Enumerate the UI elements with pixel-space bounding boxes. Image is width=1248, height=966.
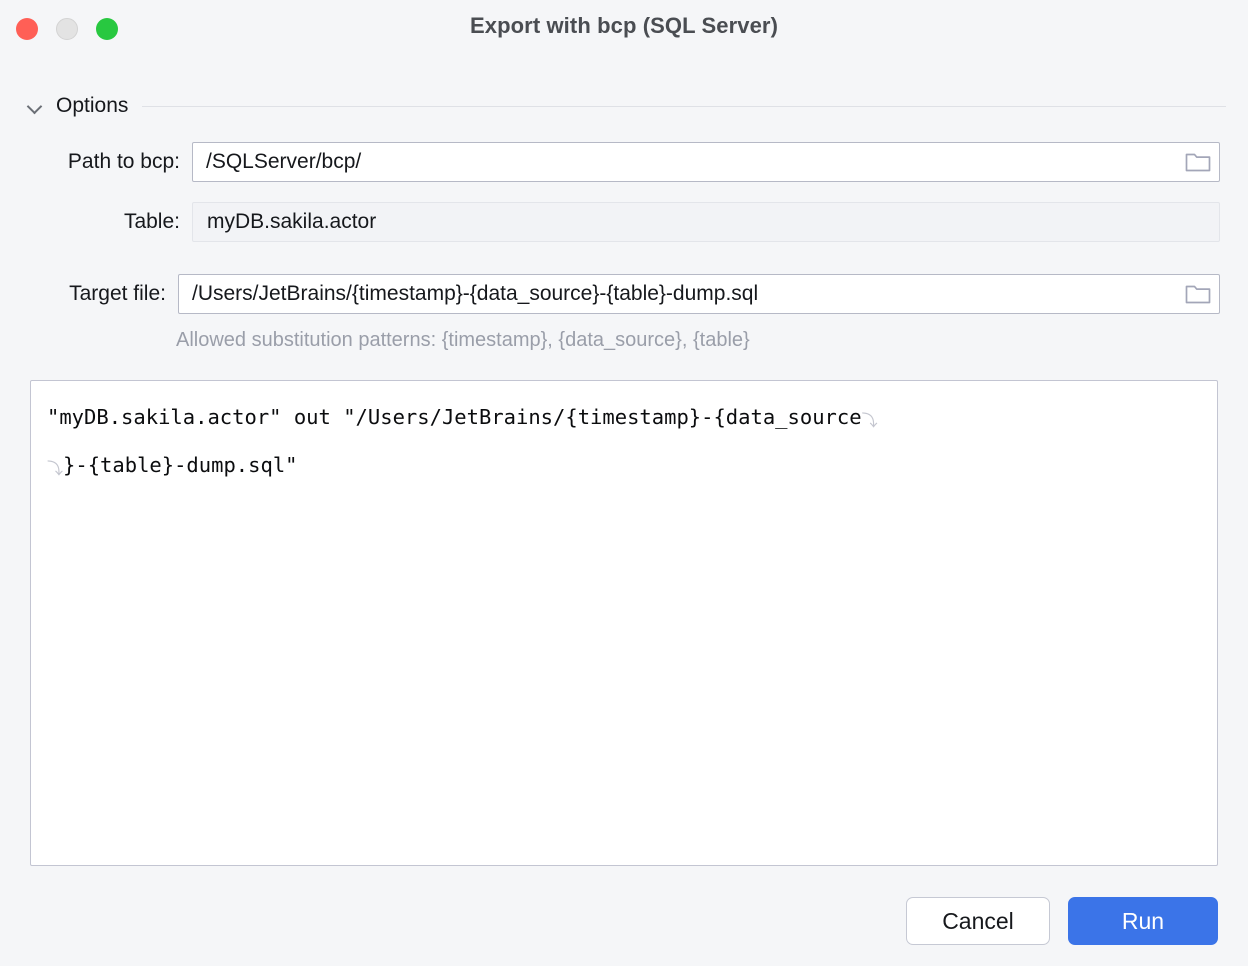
chevron-down-icon[interactable]	[26, 97, 44, 115]
command-line-2-text: }-{table}-dump.sql"	[63, 453, 298, 477]
path-to-bcp-input[interactable]: /SQLServer/bcp/	[192, 142, 1220, 182]
table-input: myDB.sakila.actor	[192, 202, 1220, 242]
folder-icon	[1185, 153, 1211, 172]
wrap-indicator-start-icon: ⤵	[47, 459, 64, 478]
table-row: Table: myDB.sakila.actor	[0, 202, 1222, 242]
path-to-bcp-value: /SQLServer/bcp/	[206, 150, 362, 173]
minimize-button[interactable]	[56, 18, 78, 40]
section-divider	[142, 105, 1226, 107]
command-preview-textarea[interactable]: "myDB.sakila.actor" out "/Users/JetBrain…	[30, 380, 1218, 866]
folder-icon	[1185, 285, 1211, 304]
command-line-1-text: "myDB.sakila.actor" out "/Users/JetBrain…	[47, 405, 862, 429]
title-bar: Export with bcp (SQL Server)	[0, 0, 1248, 56]
wrap-indicator-end-icon: ⤵	[861, 411, 878, 430]
target-browse-button[interactable]	[1177, 275, 1219, 313]
path-to-bcp-label: Path to bcp:	[67, 150, 180, 173]
window-controls	[16, 18, 118, 40]
options-section-header[interactable]: Options	[26, 92, 1226, 120]
cancel-button[interactable]: Cancel	[906, 897, 1050, 945]
options-label: Options	[56, 94, 129, 117]
run-button[interactable]: Run	[1068, 897, 1218, 945]
table-value: myDB.sakila.actor	[207, 210, 377, 233]
close-button[interactable]	[16, 18, 38, 40]
path-to-bcp-row: Path to bcp: /SQLServer/bcp/	[0, 142, 1222, 182]
path-browse-button[interactable]	[1177, 143, 1219, 181]
command-line-2: ⤵}-{table}-dump.sql"	[47, 443, 1201, 491]
zoom-button[interactable]	[96, 18, 118, 40]
dialog-title: Export with bcp (SQL Server)	[469, 13, 778, 38]
target-file-input[interactable]: /Users/JetBrains/{timestamp}-{data_sourc…	[178, 274, 1220, 314]
target-file-label: Target file:	[69, 282, 166, 305]
command-line-1: "myDB.sakila.actor" out "/Users/JetBrain…	[47, 395, 1201, 443]
target-file-value: /Users/JetBrains/{timestamp}-{data_sourc…	[192, 282, 759, 305]
table-label: Table:	[123, 210, 180, 233]
dialog-footer: Cancel Run	[0, 895, 1248, 951]
target-file-row: Target file: /Users/JetBrains/{timestamp…	[0, 274, 1222, 314]
substitution-hint: Allowed substitution patterns: {timestam…	[176, 329, 750, 351]
